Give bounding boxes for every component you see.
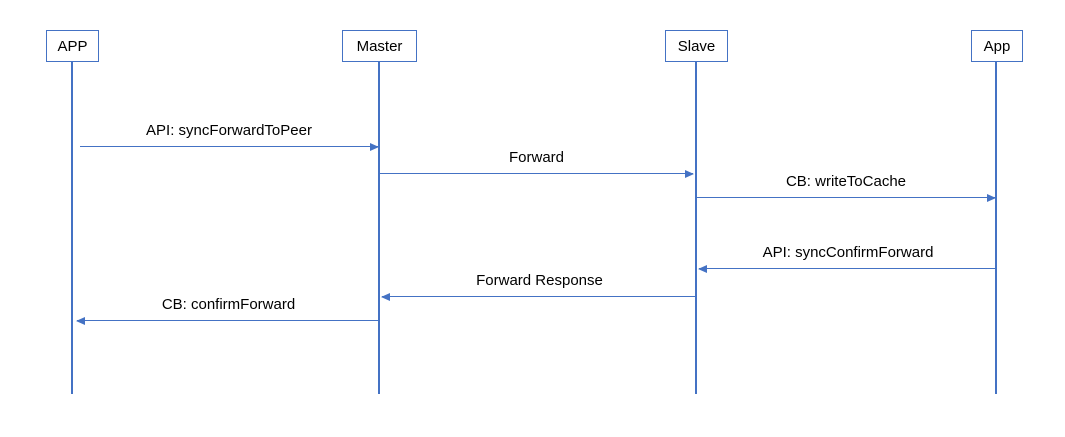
arrow-right-icon — [697, 193, 996, 202]
arrow-left-icon — [698, 264, 997, 273]
lifeline-master — [378, 62, 380, 394]
actor-box-app-right: App — [971, 30, 1023, 62]
arrow-right-icon — [80, 142, 379, 151]
actor-box-slave: Slave — [665, 30, 728, 62]
actor-box-master: Master — [342, 30, 417, 62]
actor-label: APP — [57, 37, 88, 55]
actor-label: Slave — [677, 37, 716, 55]
actor-label: App — [983, 37, 1011, 55]
lifeline-slave — [695, 62, 697, 394]
lifeline-app-left — [71, 62, 73, 394]
actor-label: Master — [356, 37, 403, 55]
message-label: Forward — [508, 149, 564, 166]
arrow-left-icon — [381, 292, 697, 301]
arrow-left-icon — [76, 316, 380, 325]
message-label: API: syncConfirmForward — [762, 244, 934, 261]
message-label: Forward Response — [476, 272, 603, 289]
actor-box-app-left: APP — [46, 30, 99, 62]
arrow-right-icon — [380, 169, 694, 178]
message-label: CB: writeToCache — [785, 173, 907, 190]
lifeline-app-right — [995, 62, 997, 394]
message-label: API: syncForwardToPeer — [146, 122, 312, 139]
message-label: CB: confirmForward — [161, 296, 296, 313]
